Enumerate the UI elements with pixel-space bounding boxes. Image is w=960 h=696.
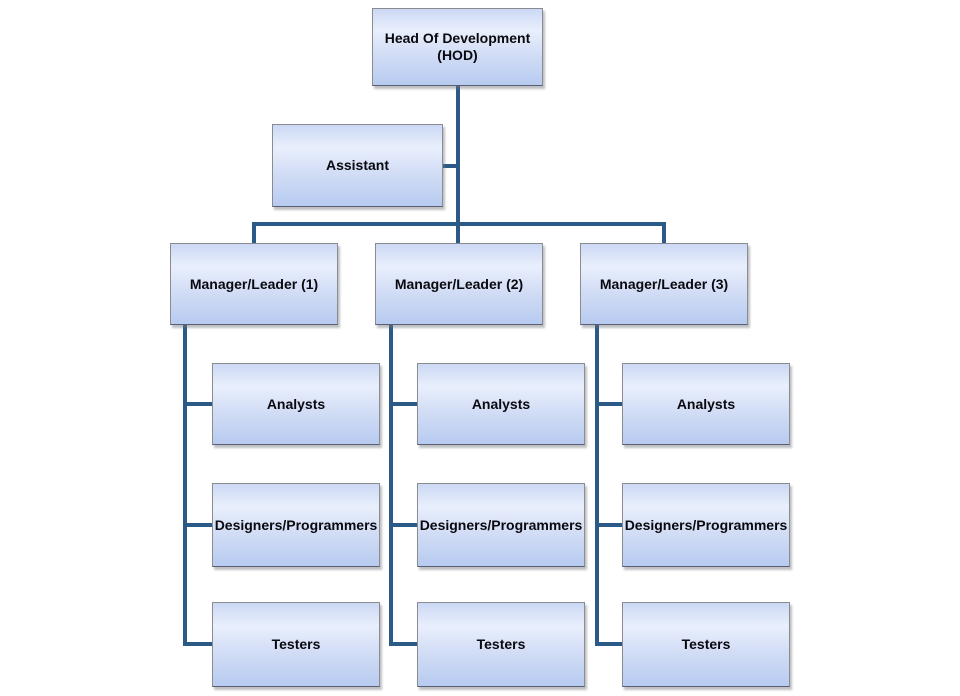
connector-stub-col3-designers xyxy=(595,523,622,527)
node-col2-designers-programmers: Designers/Programmers xyxy=(417,483,585,567)
node-manager-2: Manager/Leader (2) xyxy=(375,243,543,325)
node-manager-3: Manager/Leader (3) xyxy=(580,243,748,325)
node-col1-testers: Testers xyxy=(212,602,380,687)
connector-stub-col1-designers xyxy=(183,523,212,527)
connector-managers-horizontal xyxy=(252,222,666,226)
node-col2-analysts: Analysts xyxy=(417,363,585,445)
node-manager-1: Manager/Leader (1) xyxy=(170,243,338,325)
connector-drop-manager-1 xyxy=(252,222,256,243)
connector-drop-manager-3 xyxy=(662,222,666,243)
node-col3-testers: Testers xyxy=(622,602,790,687)
connector-assistant-stub xyxy=(443,164,456,168)
connector-spine-column-2 xyxy=(389,325,393,646)
node-col2-testers: Testers xyxy=(417,602,585,687)
connector-stub-col2-analysts xyxy=(389,402,417,406)
node-col1-designers-programmers: Designers/Programmers xyxy=(212,483,380,567)
connector-spine-column-1 xyxy=(183,325,187,646)
connector-stub-col3-analysts xyxy=(595,402,622,406)
node-assistant: Assistant xyxy=(272,124,443,207)
connector-stub-col1-testers xyxy=(183,642,212,646)
node-head-of-development: Head Of Development (HOD) xyxy=(372,8,543,86)
connector-spine-column-3 xyxy=(595,325,599,646)
node-col3-analysts: Analysts xyxy=(622,363,790,445)
connector-root-vertical xyxy=(456,86,460,243)
node-col1-analysts: Analysts xyxy=(212,363,380,445)
connector-stub-col2-designers xyxy=(389,523,417,527)
connector-stub-col1-analysts xyxy=(183,402,212,406)
connector-stub-col2-testers xyxy=(389,642,417,646)
node-col3-designers-programmers: Designers/Programmers xyxy=(622,483,790,567)
connector-stub-col3-testers xyxy=(595,642,622,646)
